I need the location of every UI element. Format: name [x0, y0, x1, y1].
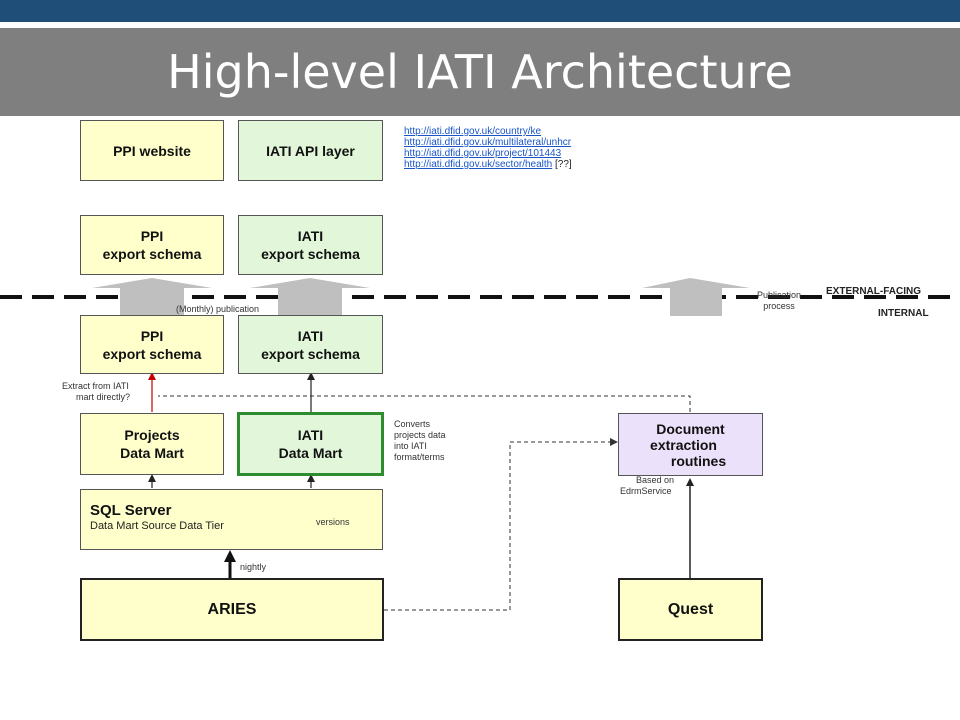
title-band — [0, 28, 960, 116]
header-bar — [0, 0, 960, 22]
iati-export-internal-box: IATI export schema — [238, 315, 383, 374]
sql-server-title: SQL Server — [90, 502, 172, 519]
quest-box: Quest — [618, 578, 763, 641]
internal-label: INTERNAL — [878, 308, 929, 319]
ppi-export-internal-box: PPI export schema — [80, 315, 224, 374]
versions-note: versions — [316, 517, 350, 527]
aries-box: ARIES — [80, 578, 384, 641]
document-extraction-box: Document extraction routines — [618, 413, 763, 476]
sql-server-box: SQL Server Data Mart Source Data Tier — [80, 489, 383, 550]
dashed-aries-to-docs — [384, 441, 612, 611]
publish-arrow-process — [642, 278, 750, 316]
link-project-101443[interactable]: http://iati.dfid.gov.uk/project/101443 — [404, 148, 562, 159]
link-list: http://iati.dfid.gov.uk/country/ke http:… — [404, 126, 572, 170]
publish-arrow-ppi — [92, 278, 212, 316]
link-suffix: [??] — [555, 159, 572, 170]
link-country-ke[interactable]: http://iati.dfid.gov.uk/country/ke — [404, 126, 542, 137]
link-sector-health[interactable]: http://iati.dfid.gov.uk/sector/health — [404, 159, 553, 170]
monthly-publication-note: (Monthly) publication — [176, 304, 260, 314]
page-title: High-level IATI Architecture — [167, 45, 793, 99]
sql-server-subtitle: Data Mart Source Data Tier — [90, 520, 224, 532]
publication-process-note: Publication process — [757, 290, 802, 311]
publish-arrow-iati — [250, 278, 370, 316]
extract-note: Extract from IATI mart directly? — [62, 381, 131, 402]
link-sector-row: http://iati.dfid.gov.uk/sector/health [?… — [404, 159, 572, 170]
iati-api-layer-box: IATI API layer — [238, 120, 383, 181]
iati-data-mart-box: IATI Data Mart — [237, 412, 384, 476]
ppi-website-box: PPI website — [80, 120, 224, 181]
converts-note: Converts projects data into IATI format/… — [394, 419, 446, 462]
iati-export-external-box: IATI export schema — [238, 215, 383, 275]
projects-data-mart-box: Projects Data Mart — [80, 413, 224, 475]
based-on-note: Based on EdrmService — [620, 475, 675, 496]
nightly-note: nightly — [240, 562, 267, 572]
ppi-export-external-box: PPI export schema — [80, 215, 224, 275]
dashed-docs-to-export — [158, 395, 691, 412]
link-multilateral-unhcr[interactable]: http://iati.dfid.gov.uk/multilateral/unh… — [404, 137, 572, 148]
external-facing-label: EXTERNAL-FACING — [826, 286, 921, 297]
